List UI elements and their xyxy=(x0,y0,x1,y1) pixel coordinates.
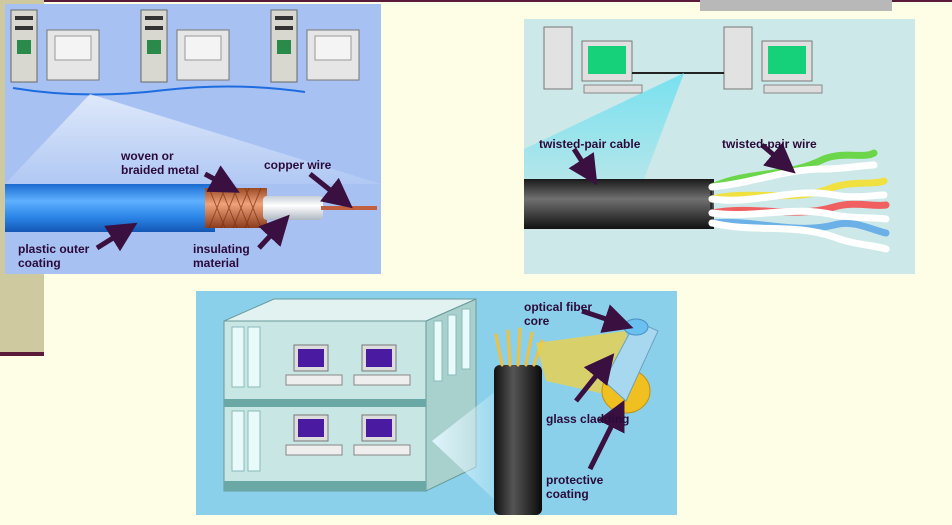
computer-icon xyxy=(285,414,343,456)
computer-icon xyxy=(140,9,230,83)
top-border xyxy=(0,0,952,2)
glass-cladding-label: glass cladding xyxy=(546,412,630,426)
computer-icon xyxy=(353,344,411,386)
protective-coating-label: protective coating xyxy=(546,473,604,501)
fiber-optic-illustration xyxy=(223,298,659,515)
optical-fiber-core-label: optical fiber core xyxy=(524,300,593,328)
computer-icon xyxy=(353,414,411,456)
insulating-material-label: insulating material xyxy=(193,242,250,270)
computer-icon xyxy=(723,26,823,94)
twisted-pair-illustration xyxy=(524,26,890,253)
gray-bar xyxy=(700,0,892,11)
twisted-pair-diagram: twisted-pair cable twisted-pair wire xyxy=(524,19,915,274)
computer-icon xyxy=(270,9,360,83)
left-sidebar-line xyxy=(0,352,44,356)
plastic-coating-label: plastic outer coating xyxy=(18,242,90,270)
woven-metal-label: woven or braided metal xyxy=(121,149,200,177)
copper-wire-label: copper wire xyxy=(264,158,332,172)
coax-illustration xyxy=(5,9,381,252)
twisted-pair-wire-label: twisted-pair wire xyxy=(722,137,817,151)
building-icon xyxy=(223,298,477,492)
computer-icon xyxy=(285,344,343,386)
computer-icon xyxy=(10,9,100,83)
fiber-optic-diagram: optical fiber core glass cladding protec… xyxy=(196,291,677,515)
coaxial-cable-diagram: woven or braided metal copper wire plast… xyxy=(5,4,381,274)
twisted-pair-cable-label: twisted-pair cable xyxy=(539,137,641,151)
computer-icon xyxy=(543,26,643,94)
